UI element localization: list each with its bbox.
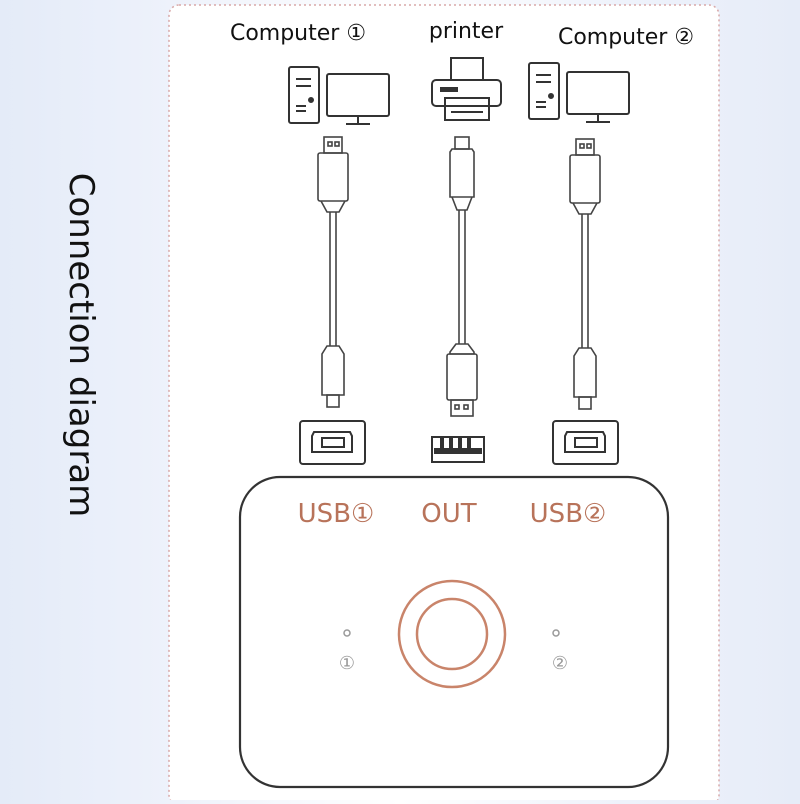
- usb-a-plug-icon: [317, 136, 349, 213]
- out-port-label: OUT: [421, 499, 476, 529]
- usb-b-plug-icon: [321, 345, 345, 408]
- switch-button-icon[interactable]: [397, 579, 507, 689]
- printer-icon: [431, 57, 502, 121]
- usb-b-plug-icon: [573, 347, 597, 410]
- computer-2-label: Computer ②: [558, 25, 694, 50]
- usb-cable-1: [317, 136, 349, 408]
- led-2-indicator: [552, 629, 560, 637]
- usb-2-port-label: USB②: [530, 499, 607, 529]
- usb-b-port-icon: [299, 420, 366, 465]
- usb-b-plug-icon: [449, 136, 475, 211]
- diagram-title: Connection diagram: [61, 173, 101, 518]
- computer-1-label: Computer ①: [230, 21, 366, 46]
- printer-label: printer: [429, 19, 504, 44]
- usb-1-port-label: USB①: [298, 499, 375, 529]
- led-2-label: ②: [552, 653, 568, 674]
- usb-a-port-icon: [431, 436, 485, 463]
- computer-icon: [288, 66, 390, 125]
- led-1-label: ①: [339, 653, 355, 674]
- usb-b-port-icon: [552, 420, 619, 465]
- usb-a-plug-icon: [446, 343, 478, 417]
- computer-icon: [528, 62, 630, 123]
- led-1-indicator: [343, 629, 351, 637]
- usb-cable-printer: [446, 136, 478, 417]
- usb-cable-2: [569, 138, 601, 410]
- usb-a-plug-icon: [569, 138, 601, 215]
